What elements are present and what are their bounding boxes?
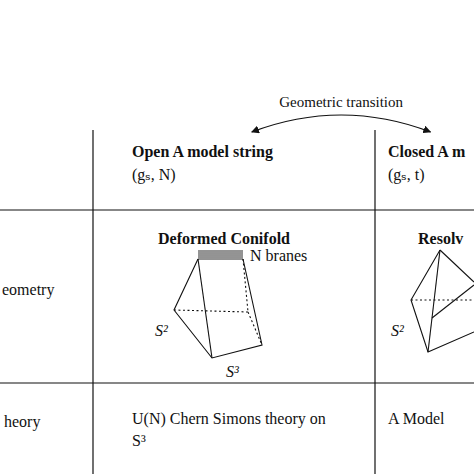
figure-label: S² xyxy=(155,320,168,342)
row-heading: eometry xyxy=(2,279,54,301)
edge-label: Geometric transition xyxy=(276,94,406,111)
figure-label: S³ xyxy=(226,361,239,383)
table-rule xyxy=(374,130,375,474)
cell-text: A Model xyxy=(388,408,444,430)
transition-arrow xyxy=(252,115,431,132)
header-parameters: (gₛ, N) xyxy=(132,163,273,186)
cell-heading: Deformed Conifold xyxy=(158,228,290,250)
resolved-conifold-figure xyxy=(411,250,474,352)
figure-label: N branes xyxy=(250,245,307,267)
header-title: Open A model string xyxy=(132,140,273,163)
column-header: Closed A m(gₛ, t) xyxy=(388,140,465,186)
column-header: Open A model string(gₛ, N) xyxy=(132,140,273,186)
row-heading: heory xyxy=(4,411,40,433)
cell-heading: Resolv xyxy=(418,228,463,250)
deformed-conifold-figure xyxy=(174,251,262,358)
header-parameters: (gₛ, t) xyxy=(388,163,465,186)
table-rule xyxy=(92,130,93,474)
header-title: Closed A m xyxy=(388,140,465,163)
figure-label: S² xyxy=(391,320,404,342)
table-rule xyxy=(0,209,474,210)
cell-text: U(N) Chern Simons theory on S³ xyxy=(132,408,337,451)
table-rule xyxy=(0,382,474,383)
